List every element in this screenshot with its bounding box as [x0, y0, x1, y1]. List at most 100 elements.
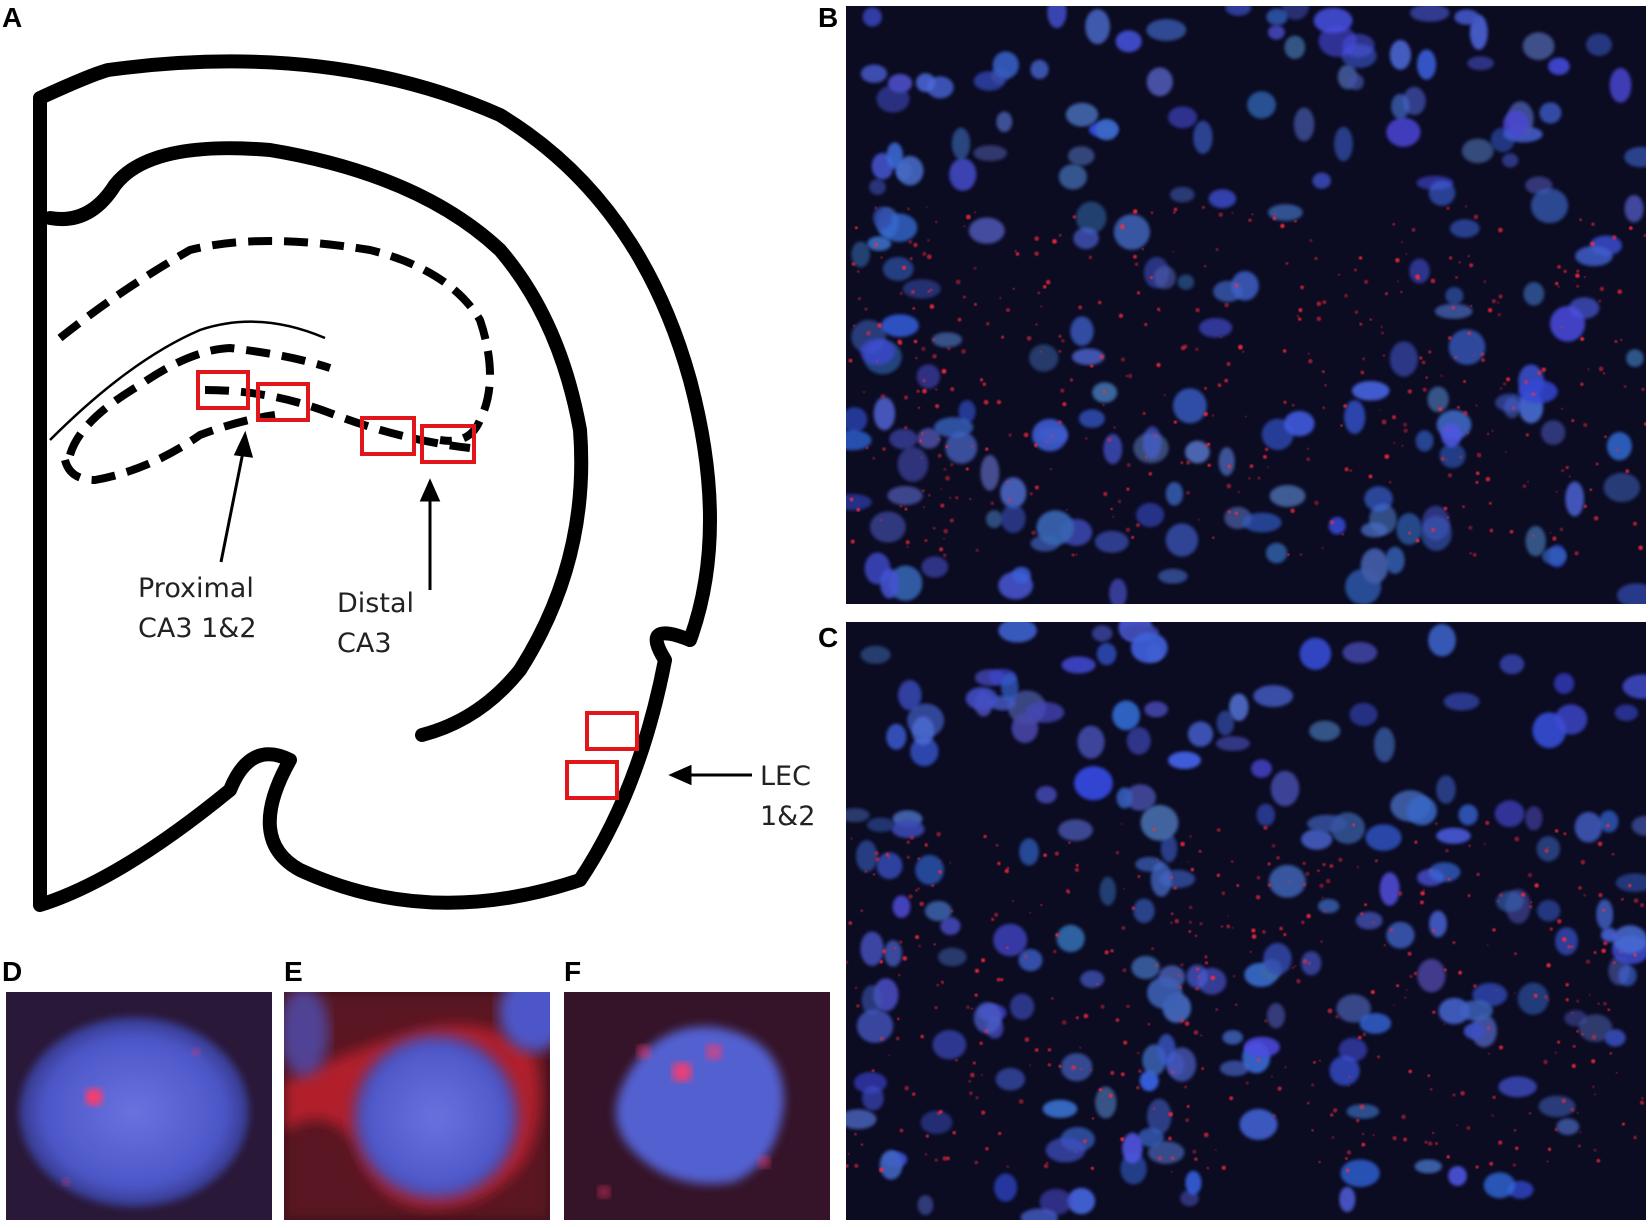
signal-dot — [1102, 404, 1105, 407]
cell-nucleus — [1391, 93, 1410, 120]
signal-dot — [1356, 1119, 1360, 1123]
signal-dot — [1511, 406, 1515, 410]
signal-dot — [941, 368, 947, 374]
signal-dot — [904, 425, 908, 430]
signal-dot — [1445, 428, 1449, 432]
cell-nucleus — [1153, 265, 1176, 290]
cell-nucleus — [1574, 811, 1603, 843]
signal-dot — [1428, 1141, 1433, 1146]
cell-nucleus — [1364, 486, 1393, 512]
signal-dot — [1325, 878, 1331, 884]
signal-dot — [1331, 1136, 1335, 1139]
cell-nucleus — [1349, 702, 1378, 726]
signal-dot — [926, 254, 932, 260]
signal-dot — [1298, 308, 1303, 313]
signal-dot — [1280, 223, 1285, 229]
signal-dot — [1530, 901, 1532, 904]
signal-dot — [1362, 1133, 1365, 1136]
signal-dot — [939, 547, 944, 552]
signal-dot — [1469, 552, 1472, 555]
signal-dot — [1435, 1142, 1438, 1145]
cell-nucleus — [860, 338, 895, 365]
signal-dot — [915, 356, 918, 360]
cell-nucleus — [1256, 803, 1276, 827]
cell-nucleus — [873, 206, 892, 229]
signal-dot — [1196, 967, 1200, 971]
signal-dot — [1322, 370, 1325, 373]
cell-nucleus — [1344, 400, 1366, 434]
signal-dot — [1378, 409, 1381, 411]
signal-dot — [1572, 1044, 1576, 1048]
signal-dot — [1298, 317, 1302, 321]
signal-dot — [857, 270, 860, 273]
signal-dot — [975, 1096, 979, 1100]
signal-dot — [1045, 279, 1051, 285]
signal-dot — [1557, 285, 1560, 288]
cell-nucleus — [965, 687, 998, 710]
cell-nucleus — [1030, 59, 1049, 80]
signal-dot — [1011, 899, 1015, 903]
signal-dot — [1619, 951, 1622, 954]
cell-nucleus — [1011, 713, 1039, 743]
signal-dot — [1231, 212, 1234, 214]
cell-nucleus — [1386, 921, 1415, 949]
signal-dot — [1463, 380, 1466, 383]
signal-dot — [1576, 284, 1580, 288]
signal-dot — [1185, 1118, 1190, 1122]
signal-dot — [1097, 300, 1102, 305]
signal-dot — [1234, 511, 1238, 515]
cell-nucleus — [1328, 516, 1346, 535]
signal-dot — [1464, 205, 1468, 208]
cell-nucleus — [1225, 6, 1252, 16]
cell-nucleus — [1548, 57, 1570, 75]
signal-dot — [1428, 350, 1432, 354]
signal-dot — [1369, 318, 1372, 321]
signal-dot — [1207, 442, 1211, 446]
signal-dot — [1125, 375, 1128, 377]
cell-nucleus — [1389, 40, 1411, 70]
signal-dot — [1491, 1114, 1494, 1117]
signal-dot — [1467, 331, 1472, 336]
signal-dot — [1039, 305, 1043, 308]
signal-dot — [1591, 222, 1595, 226]
roi-lec-1 — [585, 711, 639, 751]
signal-dot — [1468, 525, 1473, 530]
signal-dot — [1179, 1018, 1185, 1023]
signal-dot — [969, 498, 972, 501]
panel-label-b: B — [818, 2, 839, 33]
signal-dot — [1047, 1063, 1051, 1067]
panel-label-e: E — [284, 956, 303, 987]
cell-nucleus — [1268, 204, 1303, 221]
cell-nucleus — [1099, 876, 1116, 906]
signal-dot — [1072, 215, 1076, 219]
signal-dot — [1595, 462, 1599, 466]
signal-dot — [1308, 359, 1313, 364]
signal-dot — [1067, 891, 1071, 894]
cell-nucleus — [992, 51, 1019, 79]
signal-dot — [974, 303, 977, 306]
signal-dot — [1125, 527, 1131, 533]
signal-dot — [1594, 1093, 1596, 1096]
cell-nucleus — [949, 158, 977, 191]
signal-dot — [1277, 1086, 1282, 1091]
signal-dot — [1440, 374, 1443, 377]
signal-dot — [1151, 947, 1154, 950]
signal-dot — [1415, 538, 1420, 543]
signal-dot — [1597, 1002, 1600, 1005]
signal-dot — [943, 553, 947, 558]
signal-dot — [998, 1131, 1002, 1136]
signal-dot — [1227, 914, 1229, 917]
signal-dot — [1541, 367, 1547, 373]
signal-dot — [1497, 313, 1501, 317]
signal-dot — [1198, 850, 1202, 853]
signal-dot — [1340, 424, 1343, 427]
signal-dot — [1503, 382, 1507, 386]
cell-nucleus — [1347, 73, 1364, 91]
signal-dot — [949, 861, 951, 864]
cell-nucleus — [994, 1173, 1018, 1202]
roi-proximal-1 — [196, 370, 250, 410]
signal-dot — [1452, 1093, 1456, 1097]
dentate-dashed — [61, 411, 276, 485]
signal-dot — [921, 489, 925, 493]
signal-dot — [1188, 930, 1192, 933]
